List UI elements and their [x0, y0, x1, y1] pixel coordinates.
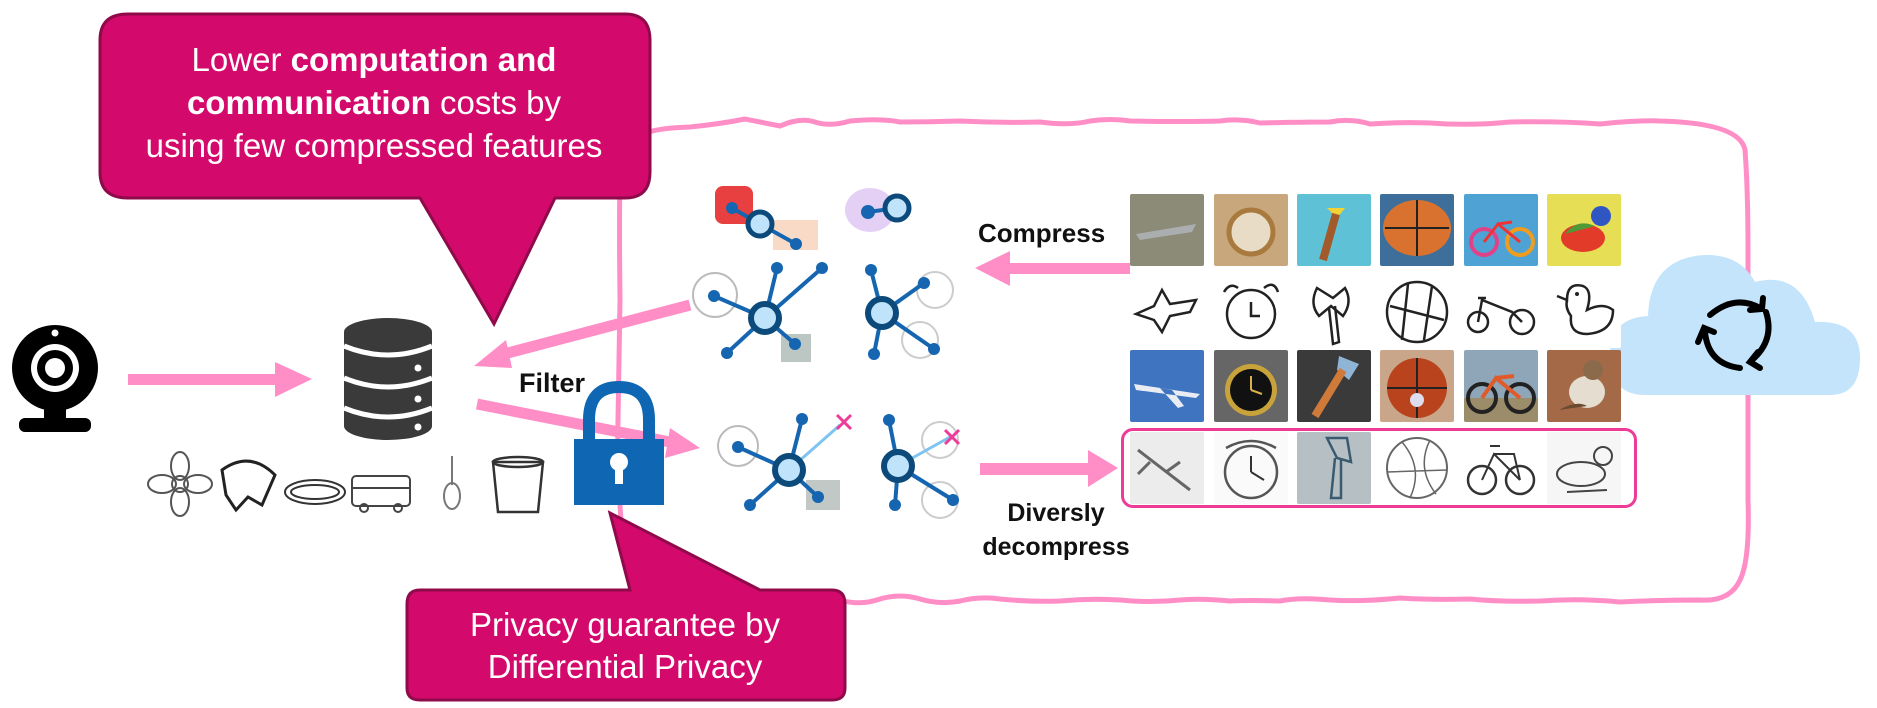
- grid-image-quickdraw-bicycle: [1464, 276, 1538, 348]
- callout-privacy-text: Privacy guarantee by Differential Privac…: [410, 604, 840, 688]
- grid-image-quickdraw-axe: [1297, 276, 1371, 348]
- grid-image-painting-airplane: [1130, 194, 1204, 266]
- callout-costs-line-3: using few compressed features: [145, 127, 603, 164]
- callout-privacy-line-2: Differential Privacy: [487, 648, 763, 685]
- arrow-webcam-to-database: [128, 362, 312, 397]
- callout-costs-suffix: costs by: [430, 84, 562, 121]
- grid-image-photo-airplane: [1130, 350, 1204, 422]
- decompress-label: Diversly decompress: [972, 496, 1140, 564]
- cloud-sync-icon: [1610, 254, 1860, 395]
- grid-image-quickdraw-basketball: [1380, 276, 1454, 348]
- thumbnail-bracelet: [284, 479, 346, 505]
- grid-image-painting-bicycle: [1464, 194, 1538, 266]
- callout-privacy-line-1: Privacy guarantee by: [469, 606, 780, 643]
- grid-image-sketch-alarm-clock: [1214, 432, 1288, 504]
- removed-edge-x-icon: [835, 413, 853, 431]
- feature-cluster: [717, 413, 853, 511]
- compress-label: Compress: [978, 218, 1106, 248]
- filter-label: Filter: [519, 368, 586, 398]
- thumbnail-bucket: [491, 455, 545, 514]
- feature-cluster: [865, 264, 954, 360]
- grid-image-sketch-basketball: [1380, 432, 1454, 504]
- grid-image-painting-axe: [1297, 194, 1371, 266]
- grid-image-sketch-bird: [1547, 432, 1621, 504]
- local-data-thumbnails: [147, 451, 545, 517]
- grid-image-painting-basketball: [1380, 194, 1454, 266]
- grid-image-quickdraw-bird: [1547, 276, 1621, 348]
- grid-image-photo-alarm-clock: [1214, 350, 1288, 422]
- removed-edge-x-icon: [943, 428, 961, 446]
- database-icon: [343, 318, 433, 440]
- thumbnail-pizza: [220, 459, 277, 513]
- thumbnail-bus: [351, 475, 411, 513]
- arrow-decompress: [980, 450, 1118, 487]
- callout-costs-bubble: [98, 12, 652, 328]
- feature-cluster: [881, 414, 961, 519]
- grid-image-photo-axe: [1297, 350, 1371, 422]
- grid-image-sketch-axe: [1297, 432, 1371, 504]
- feature-graphs-compressed: [692, 186, 954, 362]
- webcam-icon: [12, 325, 98, 432]
- grid-image-sketch-bicycle: [1464, 432, 1538, 504]
- callout-costs-bold-2: communication: [186, 84, 431, 121]
- feature-cluster: [692, 262, 828, 362]
- feature-graphs-filtered: [717, 413, 961, 519]
- grid-image-painting-bird: [1547, 194, 1621, 266]
- callout-privacy-bubble: [405, 510, 847, 702]
- thumbnail-violin: [443, 456, 461, 510]
- feature-cluster: [845, 188, 912, 232]
- grid-image-photo-bird: [1547, 350, 1621, 422]
- grid-image-photo-basketball: [1380, 350, 1454, 422]
- lock-icon: [574, 380, 664, 505]
- arrow-features-to-database: [474, 299, 692, 368]
- feature-cluster: [715, 186, 818, 250]
- grid-image-photo-bicycle: [1464, 350, 1538, 422]
- server-boundary: [615, 116, 1751, 606]
- grid-image-sketch-airplane: [1130, 432, 1204, 504]
- callout-costs-prefix: Lower: [191, 41, 291, 78]
- callout-costs-text: Lower computation and communication cost…: [100, 38, 648, 167]
- thumbnail-flower: [147, 451, 213, 517]
- callout-costs-bold-1: computation and: [290, 41, 557, 78]
- grid-image-painting-alarm-clock: [1214, 194, 1288, 266]
- grid-image-quickdraw-airplane: [1130, 276, 1204, 348]
- decompress-label-line-2: decompress: [982, 533, 1130, 561]
- arrow-compress: [975, 251, 1130, 286]
- sketch-row-highlight: [1121, 428, 1637, 508]
- decompress-label-line-1: Diversly: [1007, 499, 1105, 527]
- grid-image-quickdraw-alarm-clock: [1214, 276, 1288, 348]
